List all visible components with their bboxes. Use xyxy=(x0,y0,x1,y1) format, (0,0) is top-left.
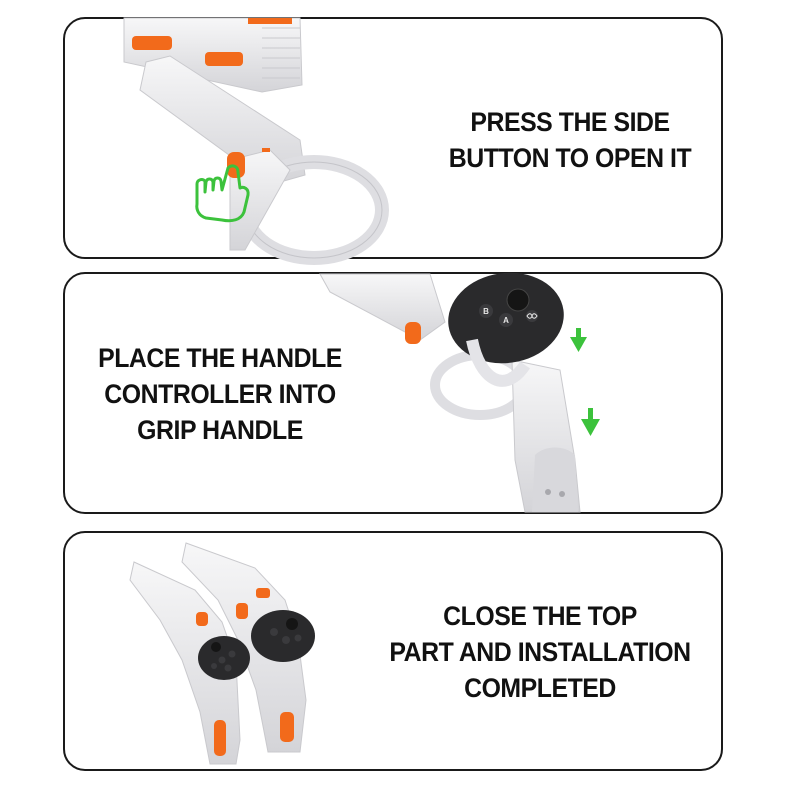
step-3-caption: CLOSE THE TOP PART AND INSTALLATION COMP… xyxy=(374,598,705,706)
controller-insert-image: B A xyxy=(319,272,600,513)
step-1-caption: PRESS THE SIDE BUTTON TO OPEN IT xyxy=(441,104,699,176)
step-panel-3 xyxy=(63,531,723,771)
blaster-completed-image xyxy=(129,542,315,765)
caption-line: COMPLETED xyxy=(464,673,616,703)
caption-line: CLOSE THE TOP xyxy=(443,601,637,631)
caption-line: PART AND INSTALLATION xyxy=(389,637,691,667)
controller-button-b: B xyxy=(483,307,489,316)
step-2-caption: PLACE THE HANDLE CONTROLLER INTO GRIP HA… xyxy=(91,340,349,448)
meta-logo-icon xyxy=(526,313,538,319)
arrow-down-icon xyxy=(570,328,587,352)
caption-line: BUTTON TO OPEN IT xyxy=(448,143,692,173)
hand-pointer-icon xyxy=(195,164,250,223)
arrow-down-icon xyxy=(581,408,600,436)
caption-line: GRIP HANDLE xyxy=(137,415,303,445)
controller-button-a: A xyxy=(503,316,509,325)
blaster-open-image xyxy=(123,17,389,265)
caption-line: PLACE THE HANDLE xyxy=(98,343,342,373)
caption-line: PRESS THE SIDE xyxy=(470,107,670,137)
caption-line: CONTROLLER INTO xyxy=(104,379,336,409)
